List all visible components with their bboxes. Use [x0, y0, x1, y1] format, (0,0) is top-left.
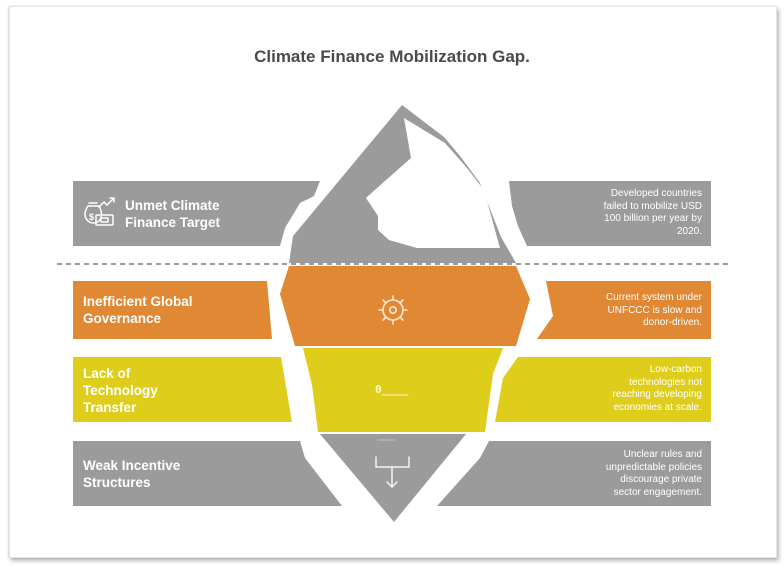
branch-down-arrow-icon [375, 439, 410, 488]
description-line: donor-driven. [643, 317, 702, 328]
band-left-unmet-target [73, 181, 320, 246]
band-left-technology [73, 357, 292, 422]
label-weak-incentive-structures: Weak Incentive Structures [83, 457, 180, 491]
label-line: Transfer [83, 400, 137, 415]
label-line: Lack of [83, 366, 131, 381]
label-line: Technology [83, 383, 158, 398]
svg-text:$: $ [89, 212, 94, 222]
iceberg-layer-governance [280, 266, 530, 346]
description-line: Developed countries [610, 188, 702, 199]
label-line: Unmet Climate [125, 198, 220, 213]
description-line: failed to mobilize USD [603, 200, 702, 212]
description-line: 100 billion per year by [604, 213, 702, 224]
label-inefficient-global-governance: Inefficient Global Governance [83, 293, 193, 327]
label-line: Governance [83, 311, 162, 326]
description-line: 2020. [676, 225, 702, 237]
label-unmet-climate-finance-target: Unmet Climate Finance Target [125, 197, 220, 231]
description-inefficient-global-governance: Current system under UNFCCC is slow and … [552, 292, 702, 330]
description-unmet-climate-finance-target: Developed countries failed to mobilize U… [552, 188, 702, 238]
iceberg-snowcap [366, 118, 500, 248]
band-left-incentives [73, 441, 342, 506]
iceberg-layer-technology [303, 348, 503, 432]
label-lack-of-technology-transfer: Lack of Technology Transfer [83, 365, 158, 416]
band-right-technology [495, 357, 711, 422]
label-line: Weak Incentive [83, 458, 181, 473]
description-line: Unclear rules and [623, 449, 702, 460]
label-line: Finance Target [125, 215, 221, 230]
description-line: technologies not [629, 376, 702, 388]
band-right-incentives [437, 441, 711, 506]
money-bag-growth-icon: $ [84, 197, 115, 226]
description-line: UNFCCC is slow and [607, 304, 702, 316]
label-line: Inefficient Global [83, 294, 193, 309]
band-left-governance [73, 281, 272, 339]
band-right-unmet-target [509, 181, 711, 246]
description-weak-incentive-structures: Unclear rules and unpredictable policies… [542, 449, 702, 499]
description-line: discourage private [620, 474, 702, 485]
ship-wheel-icon [378, 295, 408, 325]
description-line: sector engagement. [613, 486, 702, 498]
transfer-progress-icon: 0____ [375, 383, 409, 396]
label-line: Structures [83, 475, 151, 490]
description-line: Low-carbon [649, 364, 702, 375]
description-line: economies at scale. [613, 401, 702, 413]
iceberg-layer-incentives [320, 434, 466, 522]
description-line: reaching developing [612, 389, 702, 400]
description-line: Current system under [605, 292, 702, 303]
diagram-title: Climate Finance Mobilization Gap. [254, 47, 530, 66]
band-right-governance [537, 281, 711, 339]
description-line: unpredictable policies [605, 461, 702, 473]
description-lack-of-technology-transfer: Low-carbon technologies not reaching dev… [552, 364, 702, 414]
